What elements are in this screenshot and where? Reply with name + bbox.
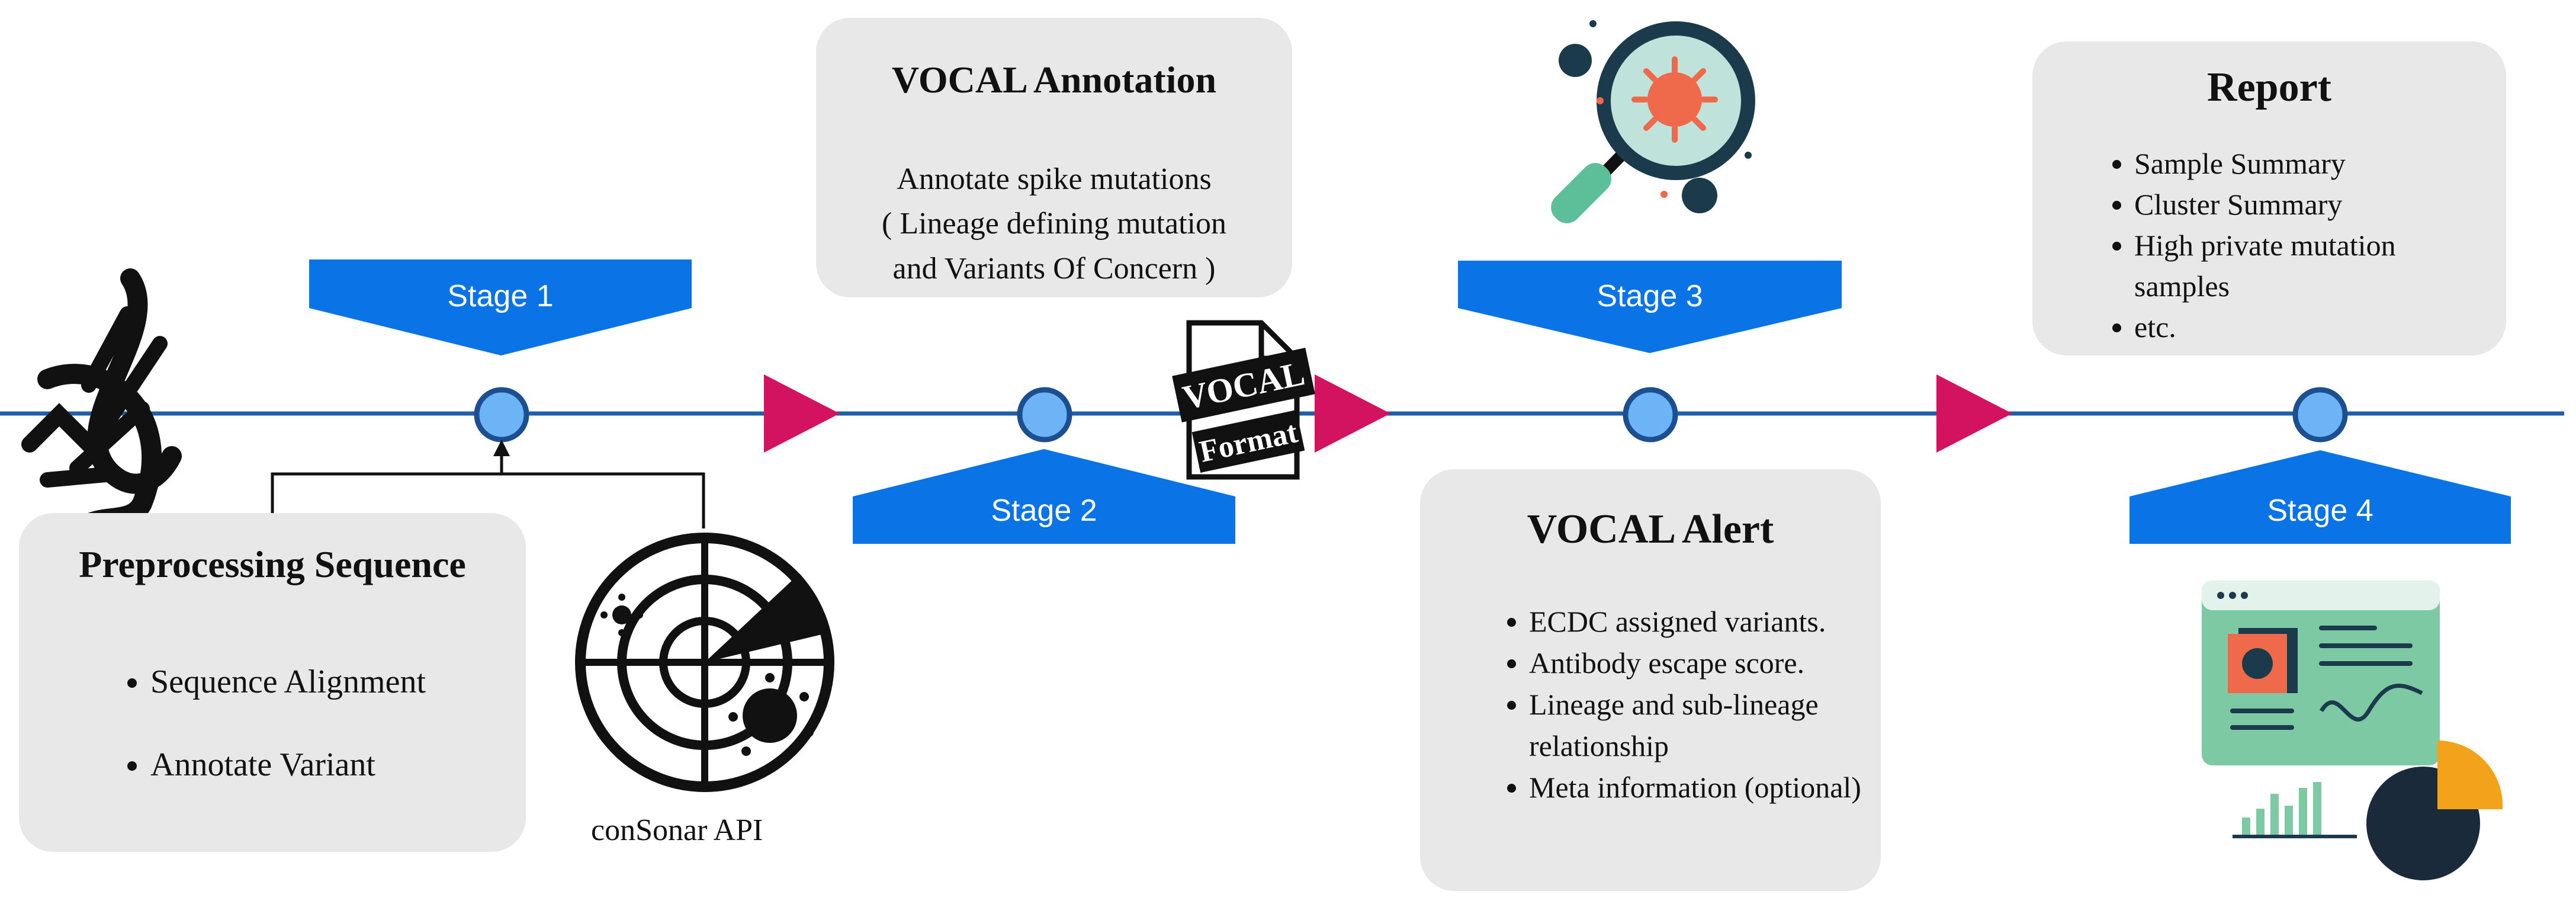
report-title: Report (2207, 65, 2331, 110)
stage1-label: Stage 1 (447, 279, 554, 313)
report-item: etc. (2134, 307, 2459, 348)
stage4-node (2292, 387, 2348, 443)
preprocessing-title: Preprocessing Sequence (79, 543, 466, 585)
preprocessing-list: Sequence Alignment Annotate Variant (120, 640, 426, 806)
alert-item: ECDC assigned variants. (1529, 601, 1865, 642)
stage1-banner (309, 259, 692, 355)
alert-item: Lineage and sub-lineage relationship (1529, 684, 1865, 767)
alert-box: VOCAL Alert ECDC assigned variants. Anti… (1420, 469, 1881, 891)
annotation-line: ( Lineage defining mutation (882, 207, 1226, 241)
stage3-node (1623, 387, 1678, 443)
preprocessing-box: Preprocessing Sequence Sequence Alignmen… (19, 513, 526, 852)
alert-list: ECDC assigned variants. Antibody escape … (1498, 601, 1865, 808)
report-item: High private mutation samples (2134, 225, 2459, 307)
report-list: Sample Summary Cluster Summary High priv… (2103, 143, 2459, 348)
annotation-box: VOCAL Annotation Annotate spike mutation… (816, 18, 1292, 297)
stage2-label: Stage 2 (991, 493, 1097, 528)
vocal-format-file-icon: VOCAL Format (1172, 320, 1315, 480)
stage3-banner (1458, 261, 1842, 353)
stage3-label: Stage 3 (1597, 279, 1703, 313)
annotation-text: Annotate spike mutations ( Lineage defin… (816, 157, 1292, 291)
radar-icon (575, 533, 834, 792)
alert-item: Meta information (optional) (1529, 767, 1865, 808)
dna-icon (21, 268, 182, 543)
connector-arrowhead (493, 440, 510, 456)
stage1-node (474, 387, 529, 443)
report-dashboard-icon (2202, 581, 2503, 880)
annotation-line: and Variants Of Concern ) (892, 251, 1216, 286)
consonar-caption: conSonar API (591, 813, 763, 847)
preprocessing-item: Sequence Alignment (150, 640, 426, 723)
annotation-title: VOCAL Annotation (891, 59, 1217, 101)
stage2-node (1017, 387, 1072, 443)
stage4-banner (2129, 450, 2511, 544)
flow-arrow-2 (1315, 374, 1390, 453)
alert-title: VOCAL Alert (1527, 507, 1774, 552)
report-item: Cluster Summary (2134, 184, 2459, 225)
preprocessing-item: Annotate Variant (150, 723, 426, 806)
alert-item: Antibody escape score. (1529, 642, 1865, 684)
stage4-label: Stage 4 (2267, 493, 2373, 528)
magnifier-virus-icon (1551, 20, 1755, 223)
report-box: Report Sample Summary Cluster Summary Hi… (2032, 41, 2506, 355)
flow-arrow-1 (764, 374, 840, 453)
stage2-banner (853, 449, 1235, 544)
flow-arrow-3 (1936, 374, 2012, 453)
report-item: Sample Summary (2134, 143, 2459, 184)
annotation-line: Annotate spike mutations (897, 162, 1212, 196)
